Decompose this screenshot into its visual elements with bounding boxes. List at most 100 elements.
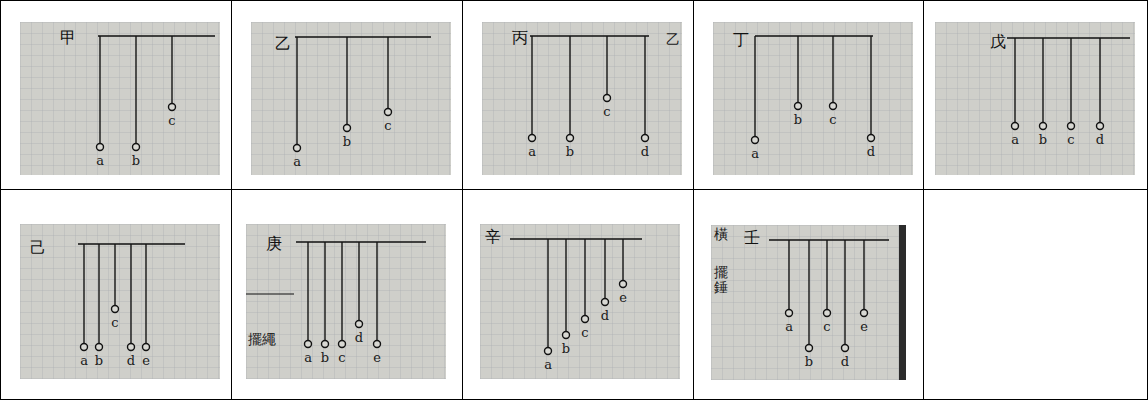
pendulum-bob [112, 306, 119, 313]
pendulum-photo [480, 224, 680, 379]
bob-letter: d [641, 145, 649, 158]
pendulum-string [99, 36, 100, 144]
pendulum-string [604, 239, 605, 299]
pendulum-photo [935, 22, 1135, 175]
bob-letter: d [1096, 133, 1104, 146]
pendulum-bob [830, 103, 837, 110]
pendulum-bob [567, 135, 574, 142]
pendulum-bob [582, 316, 589, 323]
pendulum-bob [563, 332, 570, 339]
pendulum-bob [294, 145, 301, 152]
pendulum-string [569, 36, 570, 135]
support-bar [98, 35, 215, 37]
pendulum-string [341, 242, 342, 341]
bob-letter: a [751, 147, 759, 160]
pendulum-bob [868, 135, 875, 142]
pendulum-bob [642, 135, 649, 142]
pendulum-bob [824, 310, 831, 317]
panel-cell: 戊 [923, 0, 1148, 190]
bob-letter: d [127, 354, 135, 367]
support-bar [1007, 37, 1130, 39]
pendulum-bob [81, 344, 88, 351]
pendulum-bob [96, 344, 103, 351]
pendulum-photo [251, 22, 451, 175]
pendulum-bob [1012, 123, 1019, 130]
pendulum-string [324, 242, 325, 341]
pendulum-string [606, 36, 607, 95]
bob-letter: b [805, 355, 813, 368]
pendulum-bob [842, 345, 849, 352]
pendulum-string [1014, 38, 1015, 123]
pendulum-string [797, 36, 798, 103]
pendulum-string [808, 240, 809, 345]
panel-title: 乙 [275, 36, 291, 52]
photo-edge [899, 225, 906, 380]
pendulum-string [98, 244, 99, 344]
graph-paper [20, 22, 220, 175]
bob-letter: c [829, 113, 836, 126]
panel-cell: 乙 [231, 0, 463, 190]
handwritten-note: 擺繩 [248, 332, 276, 346]
bob-letter: a [304, 351, 312, 364]
pendulum-string [307, 242, 308, 341]
pendulum-bob [356, 321, 363, 328]
pendulum-string [870, 36, 871, 135]
support-bar [755, 35, 873, 37]
pendulum-bob [545, 348, 552, 355]
panel-cell: 丁 [693, 0, 924, 190]
pendulum-string [83, 244, 84, 344]
pendulum-string [376, 242, 377, 341]
pendulum-photo [711, 225, 906, 380]
panel-title: 戊 [990, 34, 1006, 50]
panel-cell: 己 [0, 189, 232, 400]
pendulum-bob [604, 95, 611, 102]
pendulum-string [358, 242, 359, 321]
pendulum-bob [344, 125, 351, 132]
panel-title: 壬 [744, 230, 760, 246]
pendulum-bob [1040, 123, 1047, 130]
handwritten-note: 橫 [714, 227, 728, 241]
graph-paper [711, 225, 906, 380]
pendulum-string [130, 244, 131, 344]
bob-letter: b [562, 342, 570, 355]
bob-letter: a [293, 155, 301, 168]
pendulum-bob [752, 137, 759, 144]
bob-letter: b [1039, 133, 1047, 146]
pendulum-bob [128, 344, 135, 351]
bob-letter: b [321, 351, 329, 364]
pendulum-bob [806, 345, 813, 352]
panel-cell: 甲 [0, 0, 232, 190]
bob-letter: a [528, 145, 536, 158]
pendulum-string [565, 239, 566, 332]
panel-cell: 丙 [462, 0, 694, 190]
pendulum-string [296, 37, 297, 145]
bob-letter: d [601, 309, 609, 322]
pendulum-string [832, 36, 833, 103]
pendulum-bob [374, 341, 381, 348]
bob-letter: a [80, 354, 88, 367]
graph-paper [20, 224, 220, 379]
pendulum-string [531, 36, 532, 135]
pendulum-bob [143, 344, 150, 351]
pendulum-photo [246, 224, 446, 379]
bob-letter: c [168, 114, 175, 127]
panel-title: 庚 [266, 236, 282, 252]
panel-title: 甲 [60, 30, 76, 46]
panel-title: 丁 [733, 32, 749, 48]
pendulum-photo [20, 22, 220, 175]
bob-letter: d [355, 331, 363, 344]
bob-letter: a [785, 320, 793, 333]
panel-title: 丙 [512, 30, 528, 46]
pendulum-bob [1068, 123, 1075, 130]
bob-letter: e [373, 351, 381, 364]
pendulum-string [171, 36, 172, 104]
pendulum-bob [305, 341, 312, 348]
graph-paper [246, 224, 446, 379]
pendulum-string [1070, 38, 1071, 123]
pendulum-string [826, 240, 827, 310]
graph-paper [482, 22, 682, 175]
pendulum-bob [169, 104, 176, 111]
pendulum-bob [97, 144, 104, 151]
